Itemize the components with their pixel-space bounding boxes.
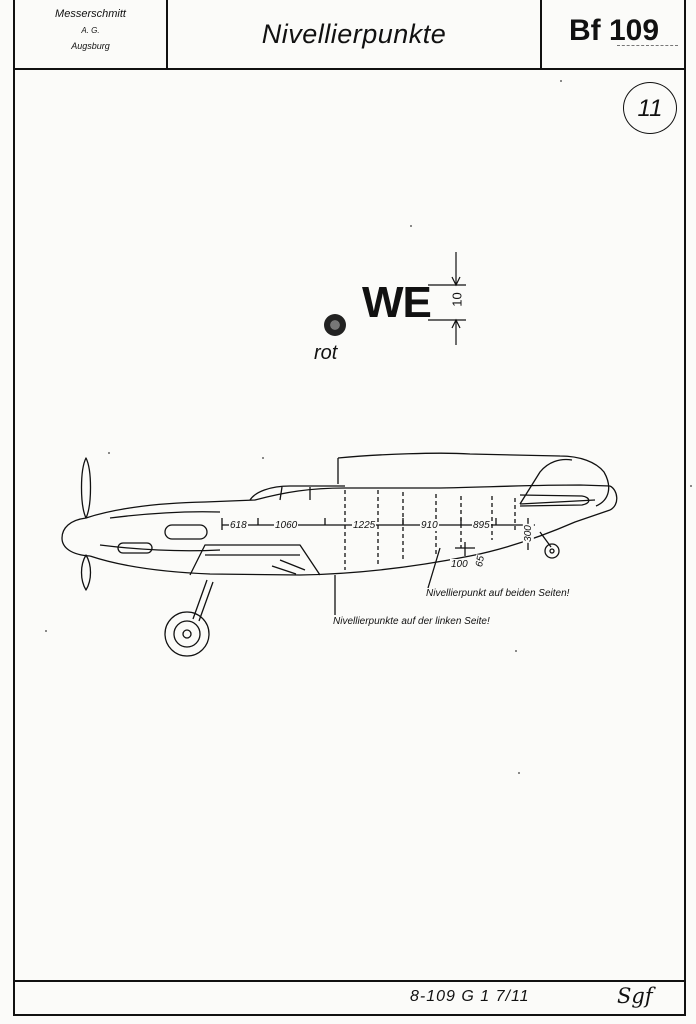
scan-speck xyxy=(560,80,562,82)
drawing-number: 8-109 G 1 7/11 xyxy=(410,988,530,1005)
scan-speck xyxy=(410,225,412,227)
company-name: Messerschmitt xyxy=(55,8,126,20)
company-block: Messerschmitt A. G. Augsburg xyxy=(15,0,168,68)
dimension-label: 1225 xyxy=(352,520,377,531)
scan-speck xyxy=(518,772,520,774)
marking-code: WE xyxy=(362,278,432,327)
red-marker-dot xyxy=(324,314,346,336)
page-number-badge: 11 xyxy=(623,82,677,134)
note-left-side: Nivellierpunkte auf der linken Seite! xyxy=(333,616,490,627)
dimension-label: 895 xyxy=(472,520,491,531)
page-title: Nivellierpunkte xyxy=(168,0,542,68)
note-both-sides: Nivellierpunkt auf beiden Seiten! xyxy=(426,588,570,599)
color-label: rot xyxy=(314,342,338,364)
aircraft-type-label: Bf 109 xyxy=(568,14,660,47)
footer-block: 8-109 G 1 7/11 Sgf xyxy=(15,980,684,1018)
scan-speck xyxy=(515,650,517,652)
marking-dimension: 10 xyxy=(449,292,465,307)
dimension-label: 618 xyxy=(229,520,248,531)
title-block: Messerschmitt A. G. Augsburg Nivellierpu… xyxy=(15,0,684,70)
dimension-label: 910 xyxy=(420,520,439,531)
divider xyxy=(617,45,678,46)
drawing-sheet: Messerschmitt A. G. Augsburg Nivellierpu… xyxy=(13,0,686,1016)
scan-speck xyxy=(690,485,692,487)
aircraft-type: Bf 109 xyxy=(542,0,686,68)
dimension-label: 1060 xyxy=(274,520,299,531)
company-city: Augsburg xyxy=(71,41,110,51)
scan-speck xyxy=(262,457,264,459)
signature: Sgf xyxy=(617,984,653,1008)
company-form: A. G. xyxy=(81,26,100,35)
scan-speck xyxy=(45,630,47,632)
scan-speck xyxy=(108,452,110,454)
dimension-label-lower: 100 xyxy=(450,559,469,570)
dimension-label: 300 xyxy=(522,524,534,543)
dimension-label-lower: 65 xyxy=(474,554,488,569)
